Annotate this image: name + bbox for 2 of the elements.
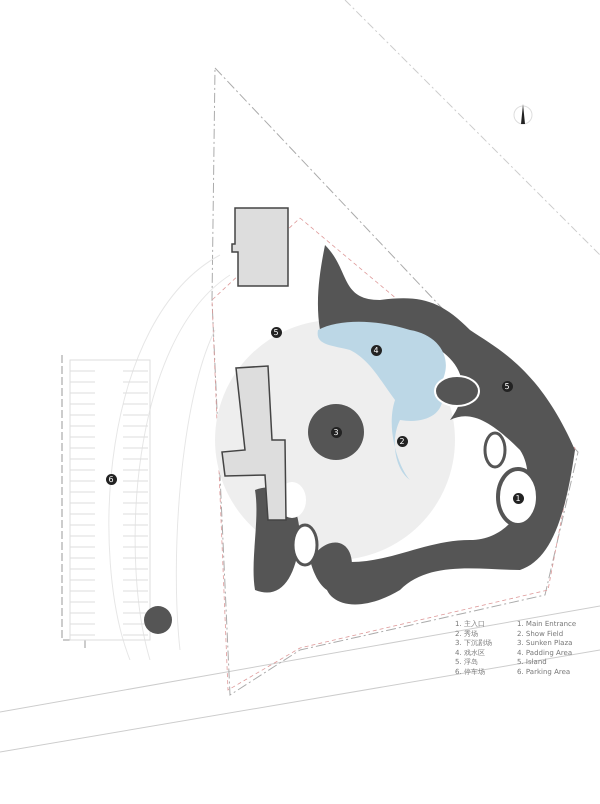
callout-number: 5 bbox=[270, 326, 282, 338]
callout-number: 6 bbox=[106, 474, 116, 484]
